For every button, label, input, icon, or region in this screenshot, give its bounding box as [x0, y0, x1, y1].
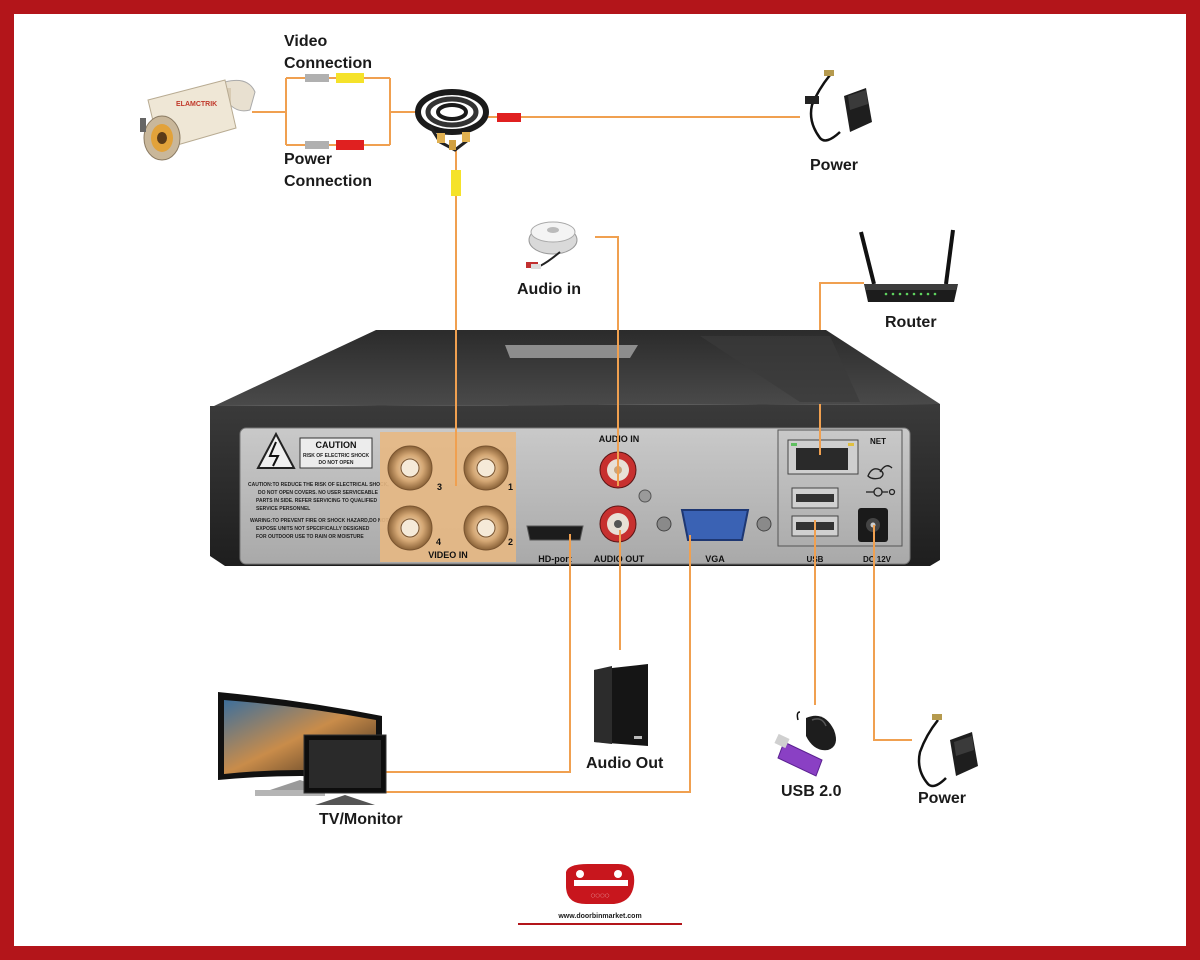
dvr-recorder: CAUTION RISK OF ELECTRIC SHOCK DO NOT OP…: [210, 330, 940, 566]
polarity-symbol-icon: [866, 487, 896, 497]
router-icon: [859, 229, 958, 302]
video-connection-label-1: Video: [284, 33, 328, 50]
screw-icon: [638, 489, 652, 503]
cable-reel-icon: [415, 89, 489, 152]
video-in-label: VIDEO IN: [428, 550, 468, 560]
grey-plug-power: [305, 141, 329, 149]
vga-wire: [386, 535, 691, 793]
caution-area: CAUTION RISK OF ELECTRIC SHOCK DO NOT OP…: [248, 431, 389, 540]
video-in-block: 3 1 4 2 VIDEO IN: [380, 432, 516, 562]
svg-text:◌◌◌◌: ◌◌◌◌: [590, 891, 609, 900]
mouse-symbol-icon: [867, 465, 893, 480]
caution-sub-2: DO NOT OPEN: [318, 460, 353, 466]
vga-port: VGA: [656, 509, 772, 564]
warning-triangle-icon: [256, 431, 296, 469]
video-connection-label-2: Connection: [284, 55, 372, 72]
caution-line-2: DO NOT OPEN COVERS. NO USER SERVICEABLE: [258, 490, 379, 496]
caution-line-4: SERVICE PERSONNEL: [256, 506, 310, 512]
hd-port-label: HD-port: [538, 554, 572, 564]
caution-line-6: EXPOSE UNITS NOT SPECIFICALLY DESIGNED: [256, 526, 370, 532]
power-bottom-label: Power: [918, 790, 967, 807]
grey-plug-video: [305, 74, 329, 82]
bnc-number-2: 2: [508, 537, 513, 547]
power-adapter-top-icon: [805, 70, 872, 142]
caution-line-7: FOR OUTDOOR USE TO RAIN OR MOISTURE: [256, 534, 364, 540]
tv-monitor-label: TV/Monitor: [319, 811, 403, 828]
wire-overlays: [455, 330, 875, 570]
net-port-label: NET: [870, 437, 886, 446]
yellow-plug-video: [336, 73, 364, 83]
power-adapter-bottom-icon: [917, 714, 978, 788]
cctv-camera-icon: ELAMCTRIK: [140, 79, 256, 161]
vga-port-label: VGA: [705, 554, 725, 564]
camera-wire: [252, 77, 418, 146]
caution-title: CAUTION: [316, 440, 357, 450]
hd-wire: [386, 555, 571, 773]
speaker-icon: [594, 664, 648, 746]
yellow-plug-main: [451, 170, 461, 196]
dc-port-label: DC 12V: [863, 555, 892, 564]
bnc-number-1: 1: [508, 482, 513, 492]
brand-logo: ◌◌◌◌ www.doorbinmarket.com: [518, 864, 682, 925]
net-usb-dc-ports: NET USB DC 12V: [777, 429, 903, 564]
power-connection-label-1: Power: [284, 151, 333, 168]
router-label: Router: [885, 314, 937, 331]
connector-plugs: [305, 73, 521, 196]
audio-out-label: Audio Out: [586, 755, 664, 772]
red-plug-main: [497, 113, 521, 122]
caution-line-1: CAUTION:TO REDUCE THE RISK OF ELECTRICAL…: [248, 482, 389, 488]
microphone-icon: [526, 221, 578, 269]
tv-monitor-icon: [218, 692, 387, 805]
power-connection-label-2: Connection: [284, 173, 372, 190]
mouse-usb-stick-icon: [774, 711, 836, 777]
svg-text:ELAMCTRIK: ELAMCTRIK: [176, 101, 217, 108]
bnc-number-4: 4: [436, 537, 441, 547]
bnc-number-3: 3: [437, 482, 442, 492]
caution-line-5: WARING:TO PREVENT FIRE OR SHOCK HAZARD,D…: [250, 518, 389, 524]
audio-in-label: Audio in: [517, 281, 581, 298]
usb-label: USB 2.0: [781, 783, 842, 800]
dc-wire: [873, 520, 912, 741]
caution-sub-1: RISK OF ELECTRIC SHOCK: [303, 453, 370, 459]
red-plug-power: [336, 140, 364, 150]
caution-line-3: PARTS IN SIDE. REFER SERVICING TO QUALIF…: [256, 498, 378, 504]
power-top-label: Power: [810, 157, 859, 174]
logo-url: www.doorbinmarket.com: [557, 913, 641, 920]
